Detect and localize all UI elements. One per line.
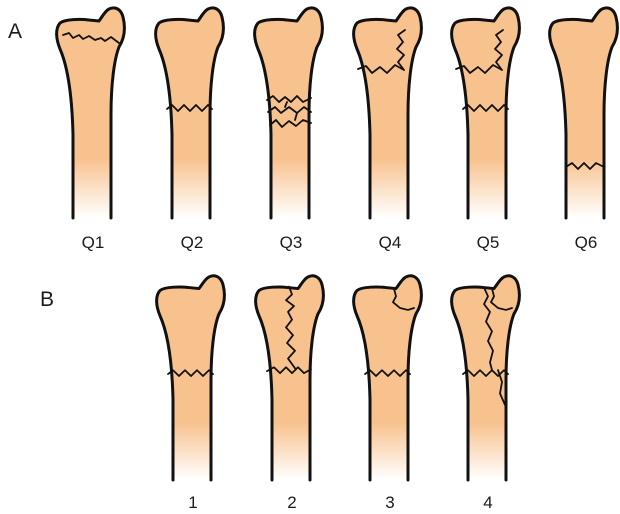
humerus-diagram [256, 276, 324, 480]
bone-label: Q5 [477, 233, 500, 252]
humerus-diagram [550, 8, 618, 218]
bone-label: Q6 [575, 233, 598, 252]
bone-label: Q2 [181, 233, 204, 252]
bone-outline [156, 8, 224, 218]
humerus-diagram [354, 8, 422, 218]
bone-outline [452, 8, 520, 218]
humerus-diagram [354, 276, 422, 480]
bone-outline [256, 276, 324, 480]
bone-outline [157, 276, 225, 480]
humerus-diagram [57, 8, 125, 218]
panel-a: A Q1 Q2 Q3 Q4 Q5 Q6 [8, 8, 617, 252]
humerus-diagram [452, 8, 520, 218]
bone-label: 1 [188, 493, 197, 512]
panel-label: A [8, 20, 22, 43]
humerus-diagram [255, 8, 323, 218]
panel-b: B 1 2 3 4 [40, 276, 519, 512]
panel-label: B [40, 288, 54, 311]
bone-outline [255, 8, 323, 218]
bone-label: 2 [287, 493, 296, 512]
bone-label: Q1 [82, 233, 105, 252]
humerus-diagram [452, 276, 520, 480]
humerus-diagram [157, 276, 225, 480]
bone-label: 3 [385, 493, 394, 512]
bone-label: 4 [483, 493, 492, 512]
bone-outline [354, 276, 422, 480]
bone-label: Q3 [280, 233, 303, 252]
bone-label: Q4 [379, 233, 402, 252]
bone-outline [550, 8, 618, 218]
humerus-diagram [156, 8, 224, 218]
bone-outline [354, 8, 422, 218]
